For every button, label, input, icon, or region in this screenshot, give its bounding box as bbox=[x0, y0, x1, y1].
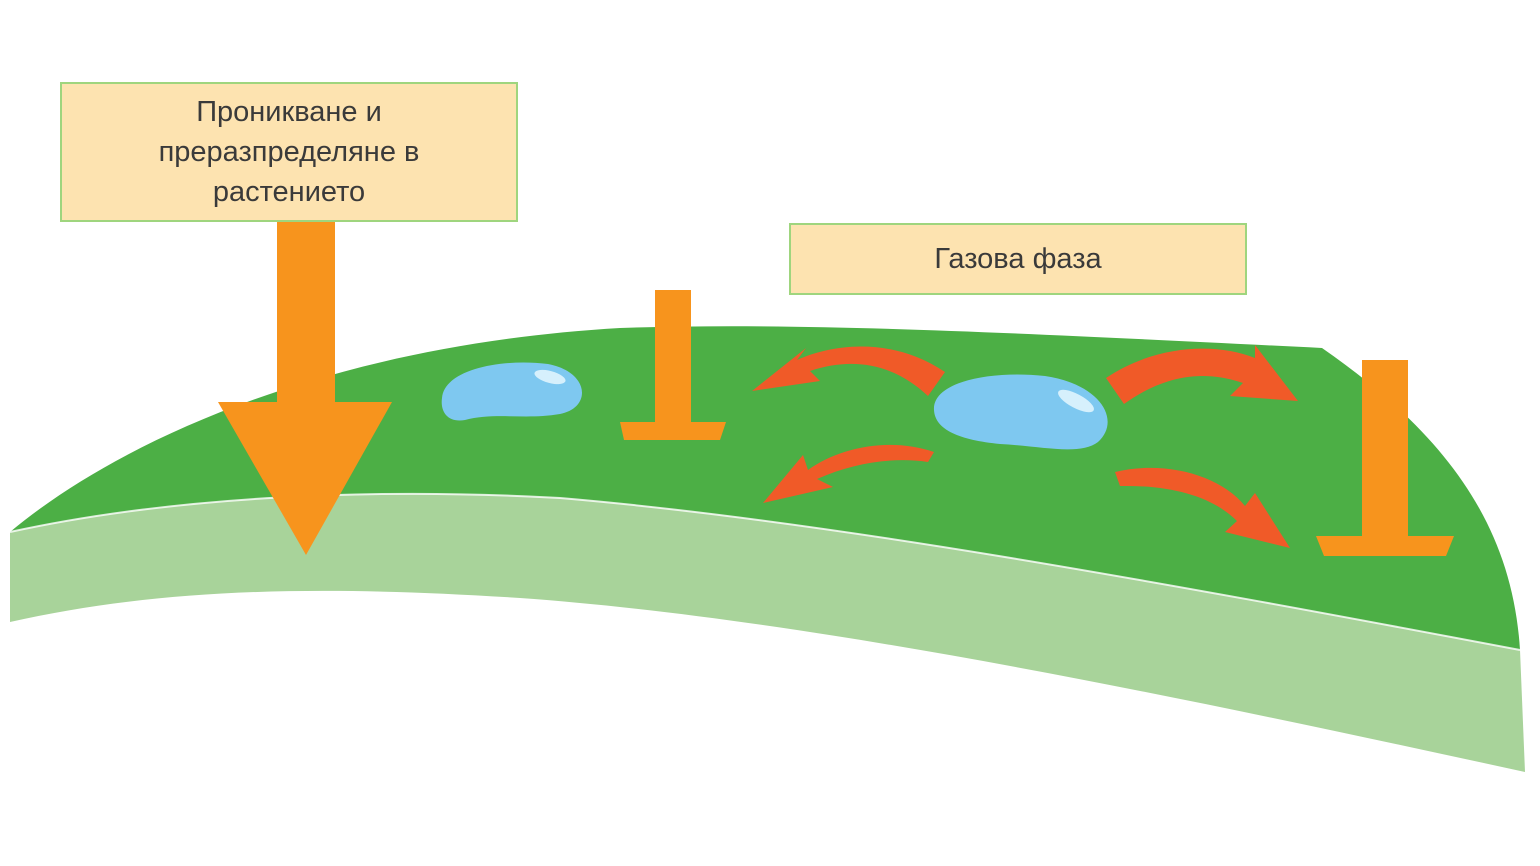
water-droplet-left bbox=[441, 362, 582, 421]
curved-arrow-upper-right bbox=[1106, 345, 1298, 404]
leaf-edge bbox=[10, 493, 1525, 772]
water-droplet-center bbox=[933, 374, 1108, 450]
penetration-arrow bbox=[218, 222, 392, 555]
gas-phase-label-box: Газова фаза bbox=[789, 223, 1247, 295]
curved-arrow-upper-left bbox=[752, 346, 945, 396]
curved-arrow-lower-right bbox=[1115, 467, 1290, 548]
curved-arrow-lower-left bbox=[763, 444, 934, 503]
barrier-marker-right bbox=[1316, 360, 1454, 556]
barrier-marker-left bbox=[620, 290, 726, 440]
gas-phase-label: Газова фаза bbox=[934, 243, 1102, 275]
leaf-surface-edge-line bbox=[9, 492, 1521, 651]
penetration-label: Проникване и преразпределяне в растениет… bbox=[158, 96, 420, 208]
penetration-label-box: Проникване и преразпределяне в растениет… bbox=[60, 82, 518, 222]
